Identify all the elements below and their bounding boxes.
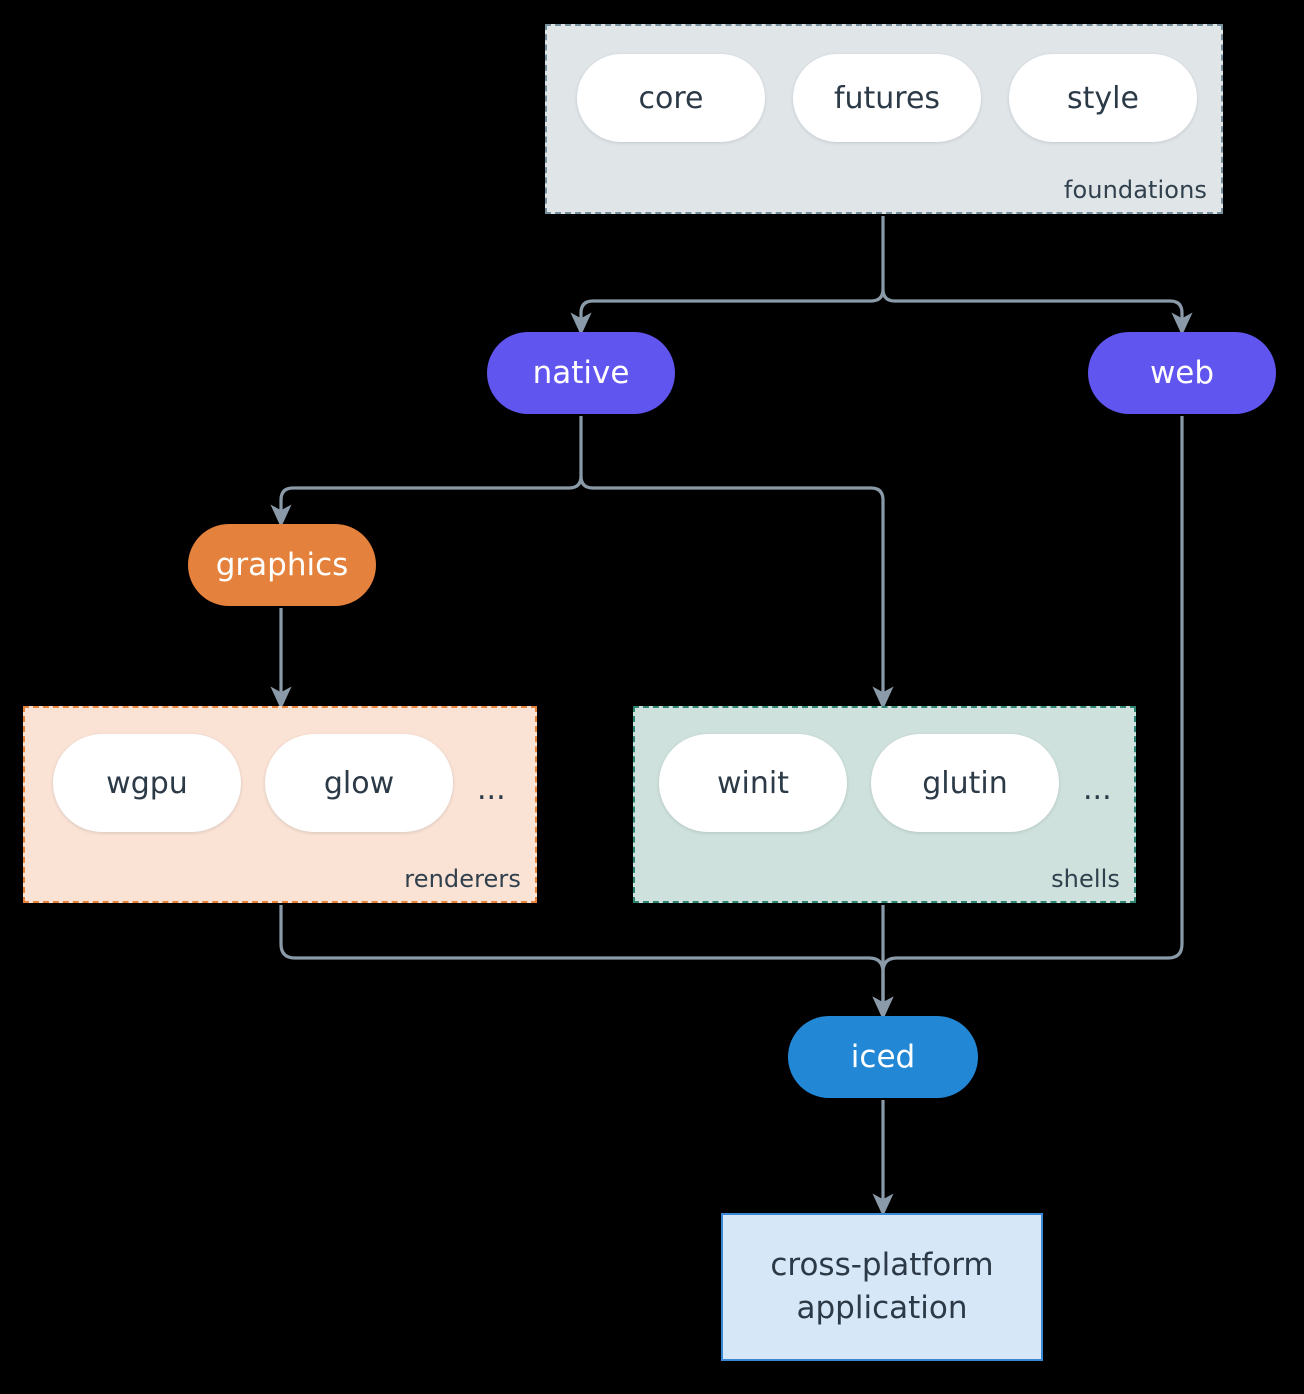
edge-renderers-to-iced bbox=[279, 905, 894, 1020]
node-web[interactable]: web bbox=[1088, 332, 1276, 414]
edge-native-to-shells bbox=[579, 475, 894, 710]
edge-foundations-to-web bbox=[881, 288, 1193, 336]
node-graphics-label: graphics bbox=[215, 547, 349, 583]
renderers-ellipsis: ... bbox=[477, 772, 506, 807]
node-graphics[interactable]: graphics bbox=[188, 524, 376, 606]
chip-core[interactable]: core bbox=[577, 54, 765, 142]
chip-style-label: style bbox=[1067, 80, 1139, 116]
chip-winit-label: winit bbox=[717, 765, 789, 801]
node-iced-label: iced bbox=[850, 1039, 916, 1075]
edge-native-to-graphics bbox=[270, 416, 583, 528]
edge-foundations-to-native bbox=[570, 216, 885, 336]
chip-futures-label: futures bbox=[833, 80, 941, 116]
group-renderers: wgpu glow ... renderers bbox=[23, 706, 537, 903]
chip-core-label: core bbox=[638, 80, 704, 116]
shells-ellipsis: ... bbox=[1083, 772, 1112, 807]
application-label-line1: cross-platform bbox=[770, 1247, 994, 1284]
chip-style[interactable]: style bbox=[1009, 54, 1197, 142]
chip-glutin-label: glutin bbox=[922, 765, 1008, 801]
chip-wgpu-label: wgpu bbox=[106, 765, 188, 801]
group-renderers-label: renderers bbox=[404, 865, 521, 893]
node-iced[interactable]: iced bbox=[788, 1016, 978, 1098]
node-native[interactable]: native bbox=[487, 332, 675, 414]
application-label-line2: application bbox=[796, 1290, 968, 1326]
chip-glow[interactable]: glow bbox=[265, 734, 453, 832]
group-foundations-label: foundations bbox=[1063, 176, 1207, 204]
chip-glow-label: glow bbox=[323, 765, 395, 801]
group-shells: winit glutin ... shells bbox=[633, 706, 1136, 903]
chip-winit[interactable]: winit bbox=[659, 734, 847, 832]
group-shells-label: shells bbox=[1051, 865, 1120, 893]
chip-futures[interactable]: futures bbox=[793, 54, 981, 142]
chip-wgpu[interactable]: wgpu bbox=[53, 734, 241, 832]
group-foundations: core futures style foundations bbox=[545, 24, 1223, 214]
node-web-label: web bbox=[1149, 355, 1215, 391]
chip-glutin[interactable]: glutin bbox=[871, 734, 1059, 832]
node-cross-platform-application[interactable]: cross-platform application bbox=[721, 1213, 1043, 1361]
node-native-label: native bbox=[532, 355, 630, 391]
